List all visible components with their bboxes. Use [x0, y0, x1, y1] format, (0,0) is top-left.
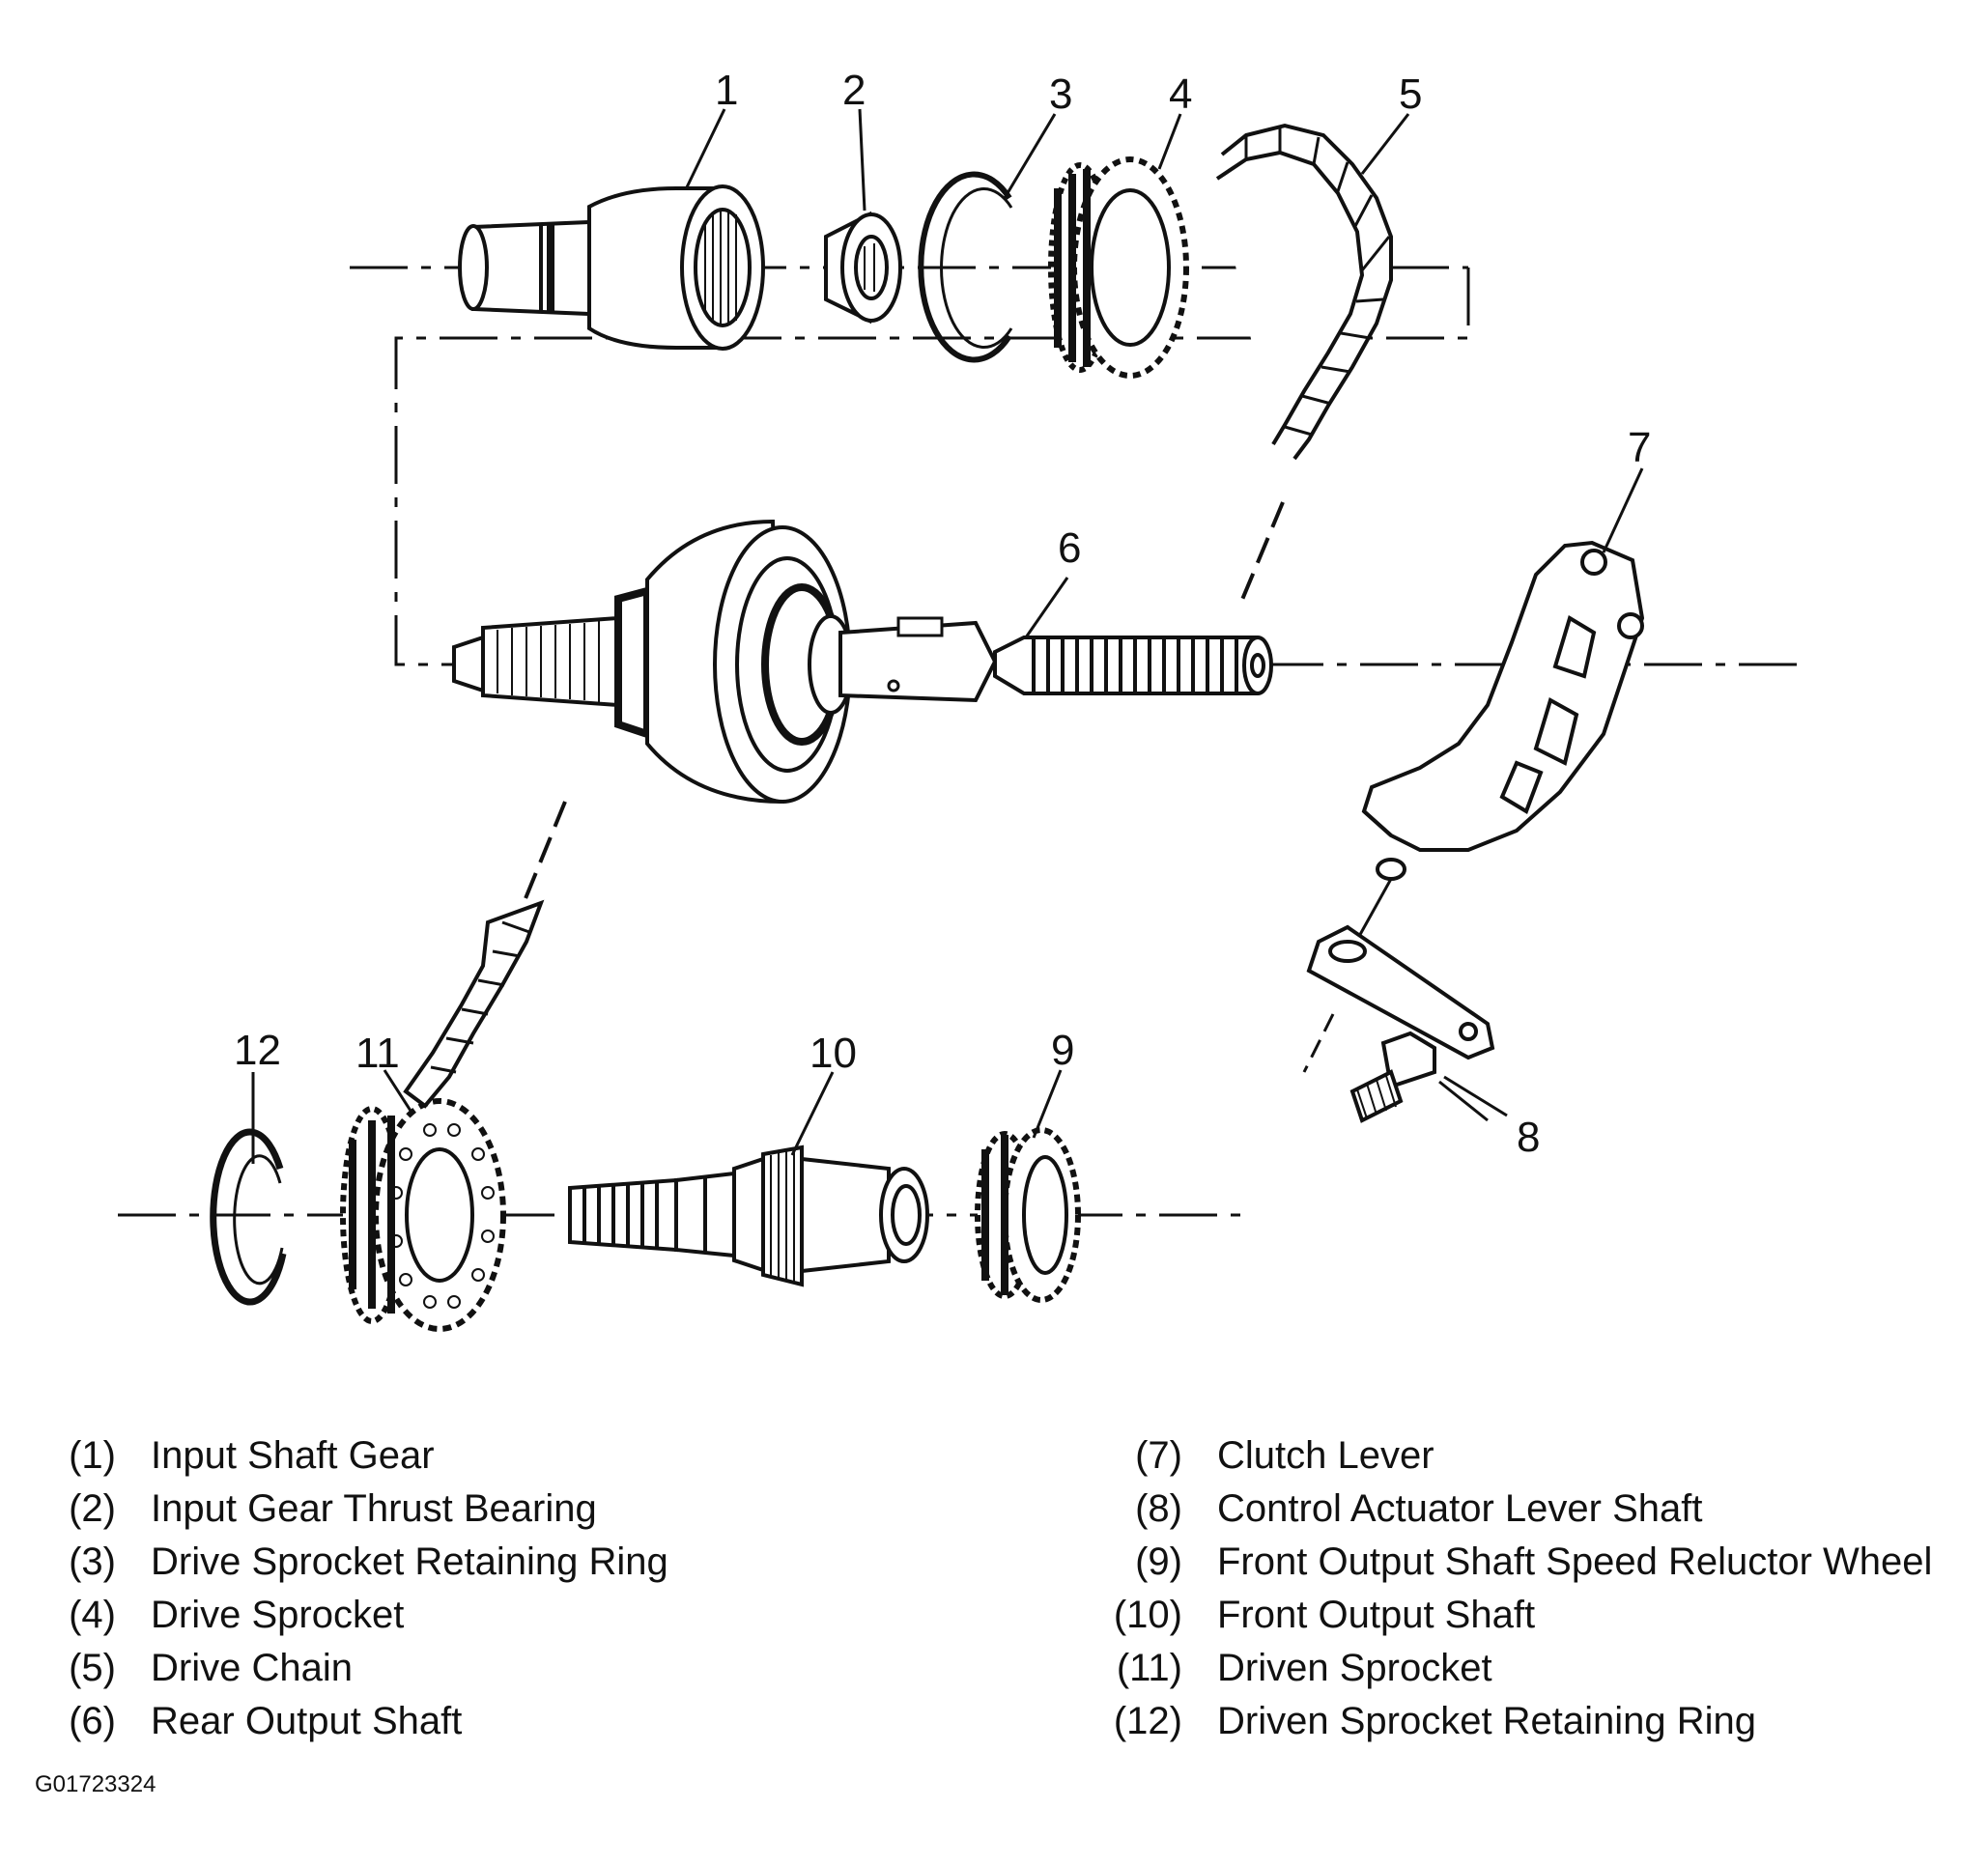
- drive-chain: [1215, 123, 1393, 608]
- front-output-shaft: [568, 1144, 929, 1287]
- legend-name: Input Shaft Gear: [151, 1434, 435, 1477]
- legend-number: (9): [1135, 1540, 1182, 1583]
- clutch-lever: [1361, 540, 1645, 852]
- legend-number: (12): [1113, 1700, 1182, 1742]
- legend-item: (5) Drive Chain: [35, 1642, 668, 1695]
- legend-number: (2): [69, 1487, 116, 1530]
- callout-8: 8: [1517, 1114, 1540, 1161]
- legend-number: (6): [69, 1700, 116, 1742]
- legend-number: (7): [1135, 1434, 1182, 1477]
- callout-12: 12: [234, 1027, 281, 1074]
- legend-number: (10): [1113, 1594, 1182, 1636]
- legend-name: Driven Sprocket Retaining Ring: [1217, 1700, 1757, 1742]
- parts-legend-left: (1) Input Shaft Gear (2) Input Gear Thru…: [35, 1429, 668, 1748]
- parts-legend-right: (7) Clutch Lever (8) Control Actuator Le…: [1101, 1429, 1933, 1748]
- legend-name: Control Actuator Lever Shaft: [1217, 1487, 1703, 1530]
- callout-11: 11: [355, 1030, 400, 1077]
- front-output-shaft-speed-reluctor-wheel: [975, 1127, 1081, 1303]
- legend-item: (12) Driven Sprocket Retaining Ring: [1101, 1695, 1932, 1748]
- legend-number: (4): [69, 1594, 116, 1636]
- callout-numbers: 1 2 3 4 5 6 7 8 9 10 11 12: [234, 67, 1651, 1161]
- legend-item: (4) Drive Sprocket: [35, 1589, 668, 1642]
- legend-name: Drive Chain: [151, 1647, 353, 1689]
- callout-1: 1: [715, 67, 738, 114]
- input-gear-thrust-bearing: [824, 211, 902, 325]
- legend-item: (3) Drive Sprocket Retaining Ring: [35, 1536, 668, 1589]
- legend-name: Front Output Shaft Speed Reluctor Wheel: [1217, 1540, 1933, 1583]
- legend-item: (11) Driven Sprocket: [1101, 1642, 1932, 1695]
- callout-2: 2: [842, 67, 866, 114]
- legend-name: Driven Sprocket: [1217, 1647, 1492, 1689]
- figure-id: G01723324: [35, 1771, 156, 1797]
- drive-sprocket-retaining-ring: [918, 171, 1013, 363]
- legend-number: (8): [1135, 1487, 1182, 1530]
- legend-number: (11): [1116, 1647, 1182, 1689]
- legend-name: Drive Sprocket Retaining Ring: [151, 1540, 668, 1583]
- callout-9: 9: [1051, 1027, 1074, 1074]
- rear-output-shaft: [452, 519, 1797, 805]
- legend-number: (1): [69, 1434, 116, 1477]
- legend-name: Rear Output Shaft: [151, 1700, 463, 1742]
- input-shaft-gear: [458, 184, 765, 351]
- callout-leaders: [251, 108, 1644, 1164]
- legend-item: (1) Input Shaft Gear: [35, 1429, 668, 1483]
- legend-item: (8) Control Actuator Lever Shaft: [1101, 1483, 1932, 1536]
- callout-7: 7: [1628, 424, 1651, 471]
- drive-chain-lower: [403, 801, 567, 1109]
- legend-item: (2) Input Gear Thrust Bearing: [35, 1483, 668, 1536]
- legend-number: (3): [69, 1540, 116, 1583]
- legend-item: (6) Rear Output Shaft: [35, 1695, 668, 1748]
- control-actuator-lever-shaft: [1302, 858, 1495, 1123]
- callout-3: 3: [1049, 71, 1072, 118]
- legend-name: Input Gear Thrust Bearing: [151, 1487, 597, 1530]
- callout-4: 4: [1169, 71, 1192, 118]
- legend-item: (9) Front Output Shaft Speed Reluctor Wh…: [1101, 1536, 1932, 1589]
- legend-item: (10) Front Output Shaft: [1101, 1589, 1932, 1642]
- callout-6: 6: [1058, 524, 1081, 572]
- legend-number: (5): [69, 1647, 116, 1689]
- exploded-parts-diagram: 1 2 3 4 5 6 7 8 9 10 11 12: [118, 67, 1797, 1332]
- callout-10: 10: [809, 1030, 857, 1077]
- driven-sprocket: [340, 1098, 506, 1332]
- callout-5: 5: [1399, 71, 1422, 118]
- driven-sprocket-retaining-ring: [210, 1128, 287, 1306]
- legend-name: Clutch Lever: [1217, 1434, 1434, 1477]
- legend-name: Front Output Shaft: [1217, 1594, 1536, 1636]
- legend-name: Drive Sprocket: [151, 1594, 405, 1636]
- legend-item: (7) Clutch Lever: [1101, 1429, 1932, 1483]
- drive-sprocket: [1048, 156, 1189, 379]
